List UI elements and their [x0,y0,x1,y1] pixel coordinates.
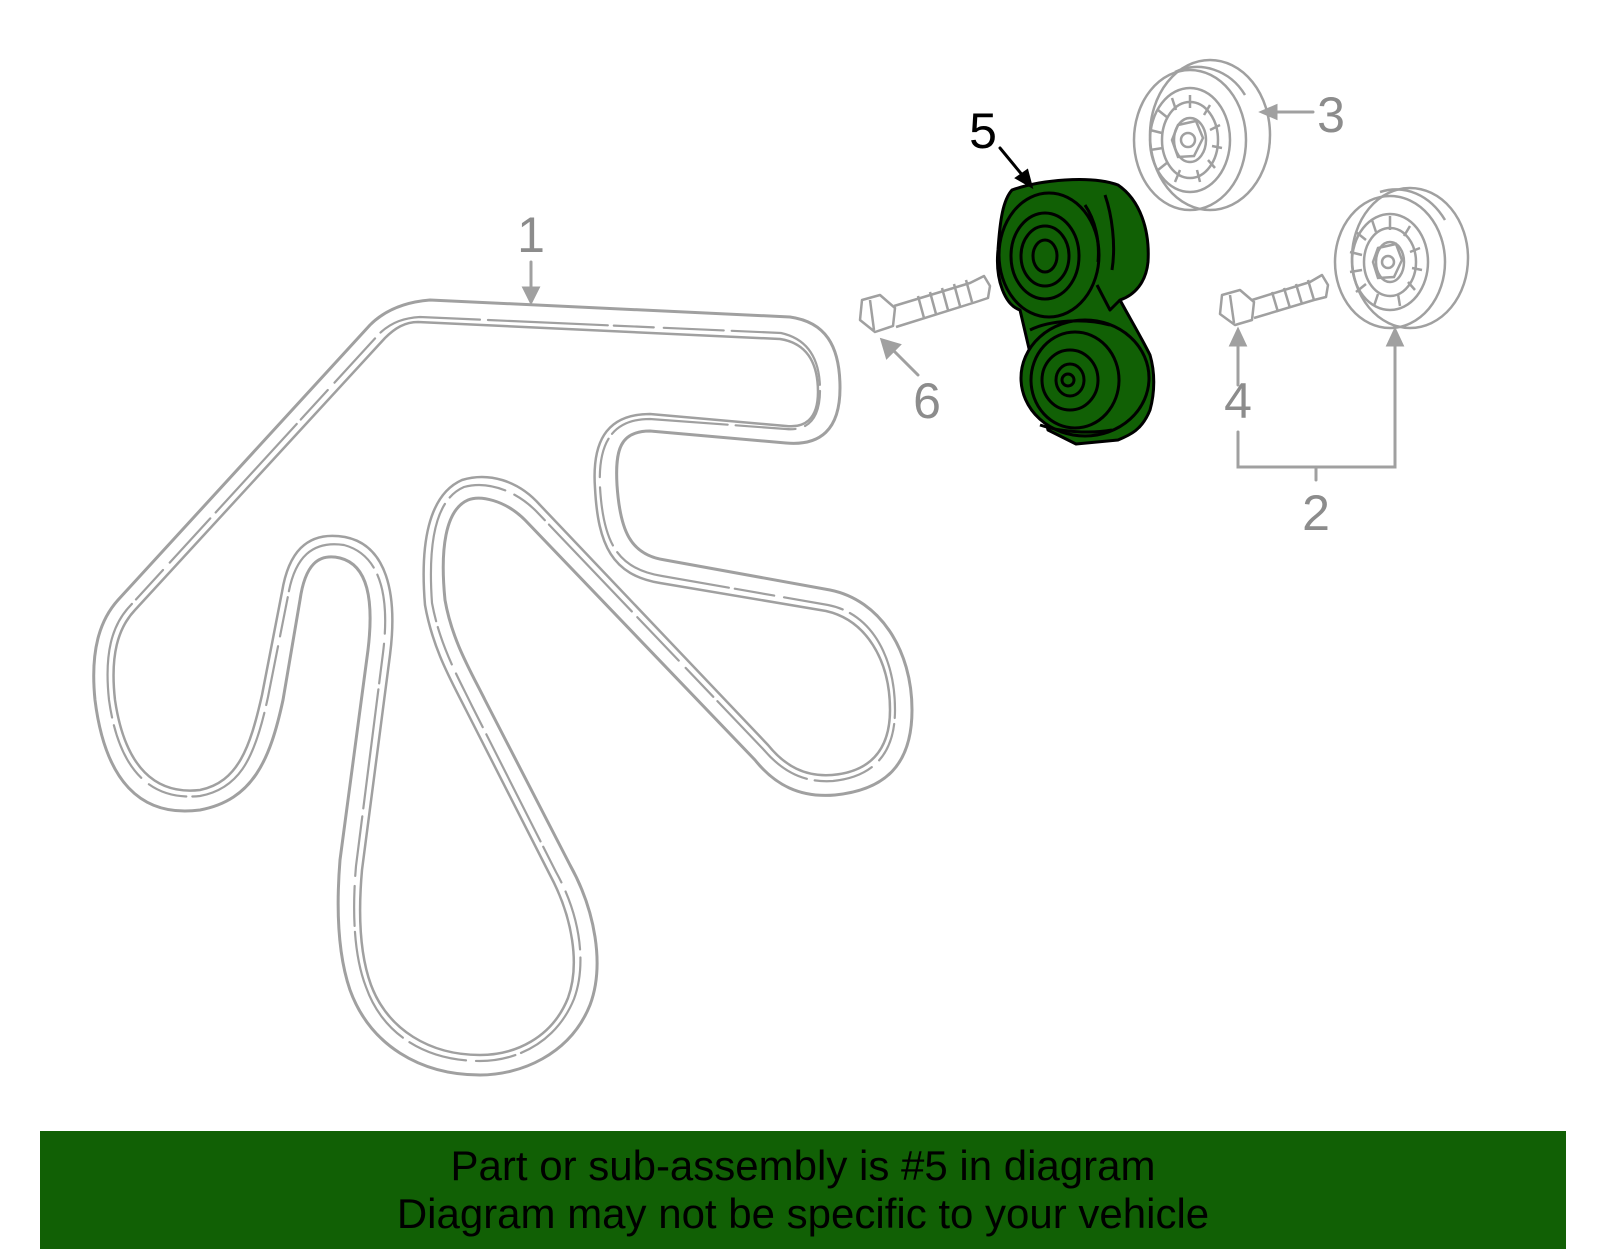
callout-4: 4 [1224,373,1252,429]
banner-line-part: Part or sub-assembly is #5 in diagram [450,1142,1156,1189]
callout-6: 6 [913,373,941,429]
callout-3: 3 [1317,87,1345,143]
banner-line-disclaimer: Diagram may not be specific to your vehi… [396,1190,1210,1237]
callout-5: 5 [969,103,997,159]
info-banner: Part or sub-assembly is #5 in diagram Di… [40,1131,1566,1249]
serpentine-belt[interactable] [92,298,914,1077]
callout-1: 1 [517,207,545,263]
leader-lines [521,103,1405,482]
lower-idler-pulley[interactable] [1333,186,1470,330]
belt-tensioner[interactable] [995,178,1156,446]
callout-2: 2 [1302,485,1330,541]
tensioner-bolt[interactable] [858,274,992,334]
idler-bolt[interactable] [1218,273,1330,327]
upper-idler-pulley[interactable] [1132,58,1272,212]
